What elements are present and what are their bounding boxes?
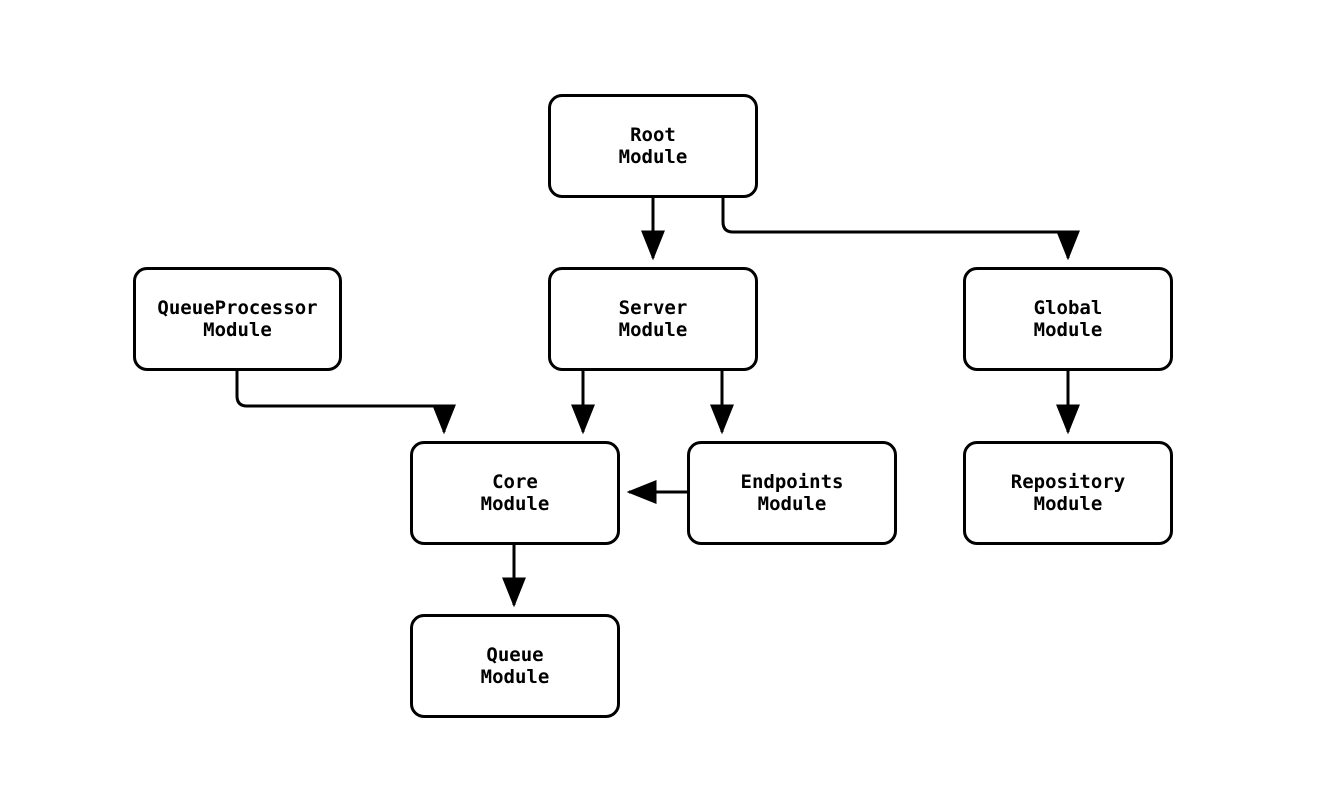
node-endpoints-kind: Module	[757, 493, 827, 515]
node-queue-kind: Module	[480, 666, 550, 688]
node-endpoints-name: Endpoints	[740, 470, 844, 493]
node-repository-kind: Module	[1033, 493, 1103, 515]
edge-root-to-global	[721, 198, 1080, 261]
node-repository-name: Repository	[1010, 470, 1126, 493]
node-global-name: Global	[1033, 296, 1103, 319]
node-queueprocessor-name: QueueProcessor	[157, 296, 318, 319]
node-queueprocessor-kind: Module	[203, 319, 272, 341]
node-server-name: Server	[618, 296, 688, 319]
node-server-kind: Module	[618, 319, 688, 341]
node-root-name: Root	[630, 123, 676, 146]
edge-queueprocessor-to-core	[235, 371, 456, 435]
node-core-name: Core	[492, 470, 538, 493]
node-global-kind: Module	[1033, 319, 1103, 341]
node-queue-name: Queue	[486, 643, 544, 666]
node-root-kind: Module	[618, 146, 688, 168]
node-core-kind: Module	[480, 493, 550, 515]
